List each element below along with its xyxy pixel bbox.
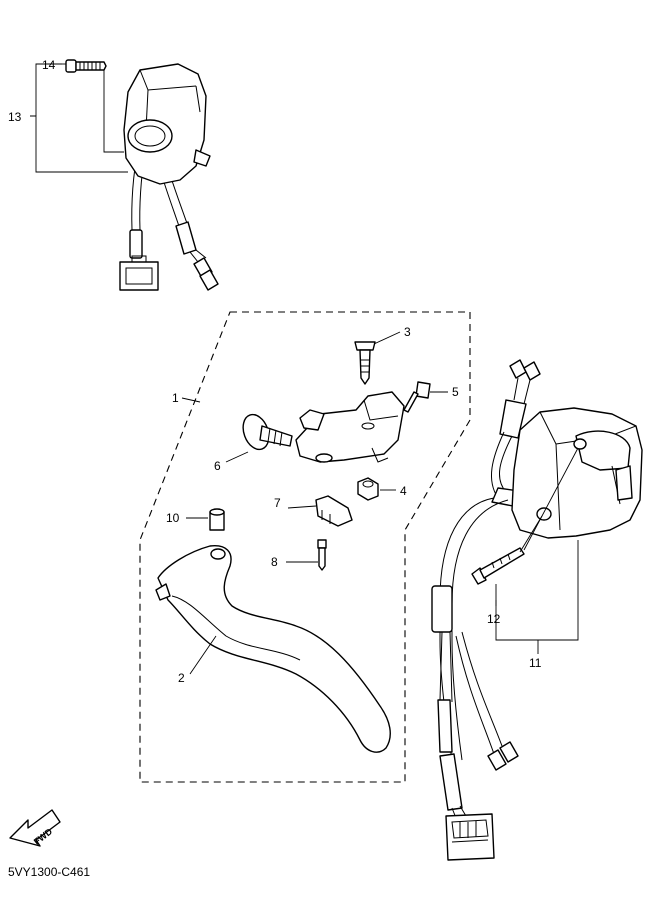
adjuster-knob-6 <box>242 413 293 451</box>
diagram-code: 5VY1300-C461 <box>8 865 90 879</box>
right-handlebar-switch-assembly <box>431 359 643 861</box>
callout-5: 5 <box>452 385 459 399</box>
bolt-3 <box>354 341 376 385</box>
callout-10: 10 <box>166 511 180 525</box>
bushing-10 <box>209 508 225 531</box>
nut-4 <box>357 477 379 501</box>
clutch-switch-7 <box>315 495 353 527</box>
callout-11-bracket <box>495 540 579 641</box>
callout-8: 8 <box>271 555 278 569</box>
callout-7: 7 <box>274 496 281 510</box>
callout-3: 3 <box>404 325 411 339</box>
callout-13-bracket <box>30 115 128 173</box>
callout-13: 13 <box>8 110 22 124</box>
forward-direction-arrow: FWD <box>9 809 61 847</box>
left-handlebar-switch-assembly <box>65 59 219 291</box>
callout-6: 6 <box>214 459 221 473</box>
callout-2: 2 <box>178 671 185 685</box>
bolt-5 <box>403 381 431 413</box>
lever-holder <box>295 391 405 463</box>
callout-14: 14 <box>42 58 56 72</box>
callout-12: 12 <box>487 612 501 626</box>
callout-4: 4 <box>400 484 407 498</box>
clutch-lever-2 <box>155 545 391 753</box>
callout-11: 11 <box>529 656 542 670</box>
lever-assembly-boundary <box>139 311 471 783</box>
screw-8 <box>317 539 327 571</box>
callout-1: 1 <box>172 391 179 405</box>
